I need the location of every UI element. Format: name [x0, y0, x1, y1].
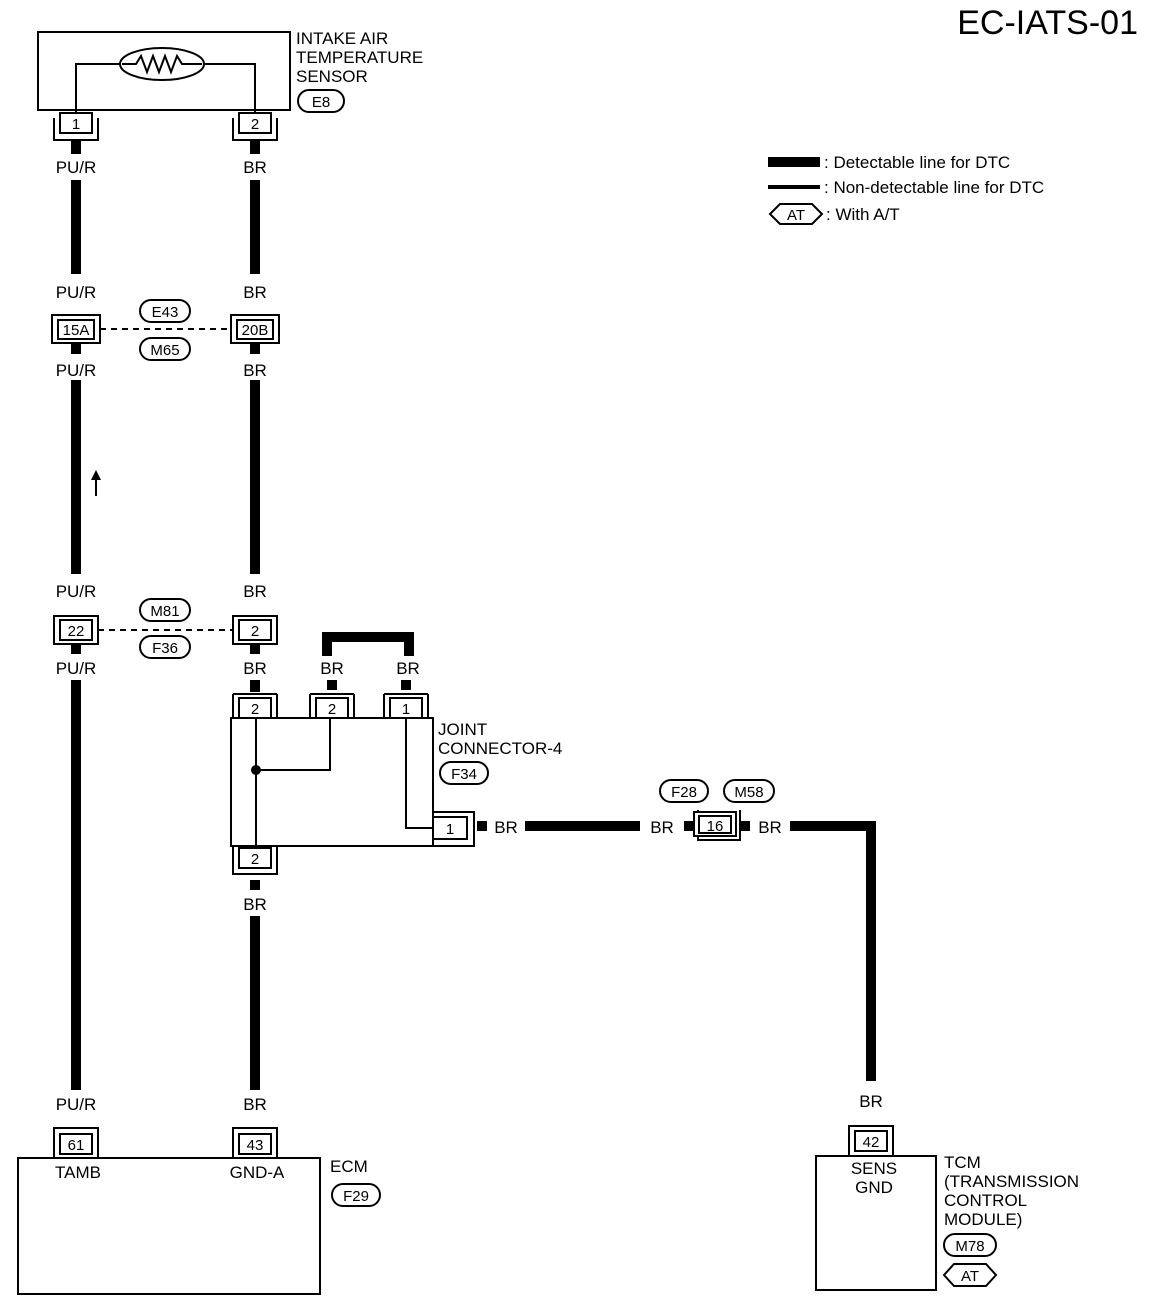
wire-label-br-tcm: BR	[859, 1092, 883, 1111]
ecm-connector-tag	[331, 1183, 381, 1207]
legend-at-hex	[768, 203, 824, 225]
tcm-at-tag: AT	[961, 1268, 979, 1285]
tcm-pin-42: 42	[863, 1134, 880, 1151]
connector-tag-e43	[139, 299, 191, 323]
wire-label-pur-3: PU/R	[56, 361, 97, 380]
wire-label-br-5: BR	[243, 659, 267, 678]
wire-label-br-h1: BR	[494, 818, 518, 837]
pin-15a: 15A	[63, 322, 90, 339]
connector-e43-m65: 15A 20B E43 M65	[51, 299, 280, 361]
connector-id-m81: M81	[150, 603, 179, 620]
pin-16: 16	[707, 818, 724, 835]
wire-label-pur-4: PU/R	[56, 582, 97, 601]
tcm-name-line1: TCM	[944, 1153, 981, 1172]
resistor-icon	[122, 53, 202, 75]
ecm-pin-61: 61	[68, 1137, 85, 1154]
wire-label-pur-5: PU/R	[56, 659, 97, 678]
connector-tag-f36	[139, 635, 191, 659]
intake-air-temperature-sensor: INTAKE AIR TEMPERATURE SENSOR E8 1 2	[37, 29, 423, 141]
legend: : Detectable line for DTC : Non-detectab…	[768, 153, 1044, 225]
joint-connector-id: F34	[451, 766, 477, 783]
connector-id-m65: M65	[150, 342, 179, 359]
legend-at-tag: AT	[787, 207, 805, 224]
tcm-terminal-sens: SENS	[851, 1159, 897, 1178]
wires	[71, 140, 876, 1090]
pin-22: 22	[68, 623, 85, 640]
pin-2-m81: 2	[251, 623, 259, 640]
ecm: 61 43 TAMB GND-A ECM F29	[17, 1127, 381, 1295]
arrow-up-icon	[91, 470, 101, 496]
legend-non-detectable-line	[768, 185, 820, 189]
ecm-pin-43: 43	[247, 1137, 264, 1154]
tcm-at-hex	[942, 1263, 998, 1287]
connector-id-f28: F28	[671, 784, 697, 801]
joint-name-line1: JOINT	[438, 720, 487, 739]
joint-bottom-pin: 2	[251, 851, 259, 868]
tcm-terminal-gnd: GND	[855, 1178, 893, 1197]
joint-top-pin-3: 1	[402, 701, 410, 718]
connector-id-m58: M58	[734, 784, 763, 801]
connector-m81-f36: 22 2 M81 F36	[53, 598, 278, 659]
legend-detectable-line	[768, 157, 820, 167]
joint-top-pin-1: 2	[251, 701, 259, 718]
joint-connector-4: 2 2 1 2 1 JOINT CONNECTOR-4 F34	[230, 693, 562, 875]
wire-label-pur-1: PU/R	[56, 158, 97, 177]
connector-tag-m65	[139, 337, 191, 361]
tcm-name-line4: MODULE)	[944, 1210, 1022, 1229]
sensor-connector-id: E8	[312, 94, 330, 111]
wire-labels: PU/R BR PU/R BR PU/R BR PU/R BR PU/R BR …	[56, 158, 883, 1114]
legend-at-text: : With A/T	[826, 205, 900, 224]
joint-top-pin-2: 2	[328, 701, 336, 718]
wire-label-pur-6: PU/R	[56, 1095, 97, 1114]
connector-id-f36: F36	[152, 640, 178, 657]
wire-label-br-6: BR	[243, 895, 267, 914]
wire-label-br-2: BR	[243, 283, 267, 302]
pin-20b: 20B	[242, 322, 269, 339]
wire-label-br-h2: BR	[650, 818, 674, 837]
sensor-connector-tag	[297, 89, 345, 113]
sensor-pin-2: 2	[251, 116, 259, 133]
wire-label-pur-2: PU/R	[56, 283, 97, 302]
sensor-pin-1: 1	[72, 116, 80, 133]
wire-label-br-1: BR	[243, 158, 267, 177]
joint-name-line2: CONNECTOR-4	[438, 739, 562, 758]
wire-label-br-h3: BR	[758, 818, 782, 837]
joint-connector-tag	[439, 761, 489, 785]
tcm-name-line2: (TRANSMISSION	[944, 1172, 1079, 1191]
connector-tag-f28	[659, 779, 709, 803]
sensor-name-line1: INTAKE AIR	[296, 29, 388, 48]
ecm-name: ECM	[330, 1157, 368, 1176]
connector-id-e43: E43	[152, 304, 179, 321]
tcm-name-line3: CONTROL	[944, 1191, 1027, 1210]
legend-non-detectable-text: : Non-detectable line for DTC	[824, 178, 1044, 197]
wire-label-br-4: BR	[243, 582, 267, 601]
joint-side-pin: 1	[446, 821, 454, 838]
wire-label-br-jumper-b: BR	[396, 659, 420, 678]
wire-label-br-3: BR	[243, 361, 267, 380]
sensor-name-line2: TEMPERATURE	[296, 48, 423, 67]
tcm-connector-tag	[943, 1233, 997, 1257]
connector-tag-m58	[723, 779, 775, 803]
ecm-connector-id: F29	[343, 1188, 369, 1205]
ecm-terminal-gnd: GND-A	[230, 1163, 285, 1182]
tcm: 42 SENS GND TCM (TRANSMISSION CONTROL MO…	[815, 1125, 1079, 1291]
splice-dot	[251, 765, 261, 775]
ecm-terminal-tamb: TAMB	[55, 1163, 101, 1182]
wire-label-br-7: BR	[243, 1095, 267, 1114]
legend-detectable-text: : Detectable line for DTC	[824, 153, 1010, 172]
page-id: EC-IATS-01	[957, 4, 1138, 42]
sensor-name-line3: SENSOR	[296, 67, 368, 86]
tcm-connector-id: M78	[955, 1238, 984, 1255]
connector-f28-m58: F28 M58 16	[659, 779, 775, 841]
connector-tag-m81	[139, 598, 191, 622]
wire-label-br-jumper-a: BR	[320, 659, 344, 678]
